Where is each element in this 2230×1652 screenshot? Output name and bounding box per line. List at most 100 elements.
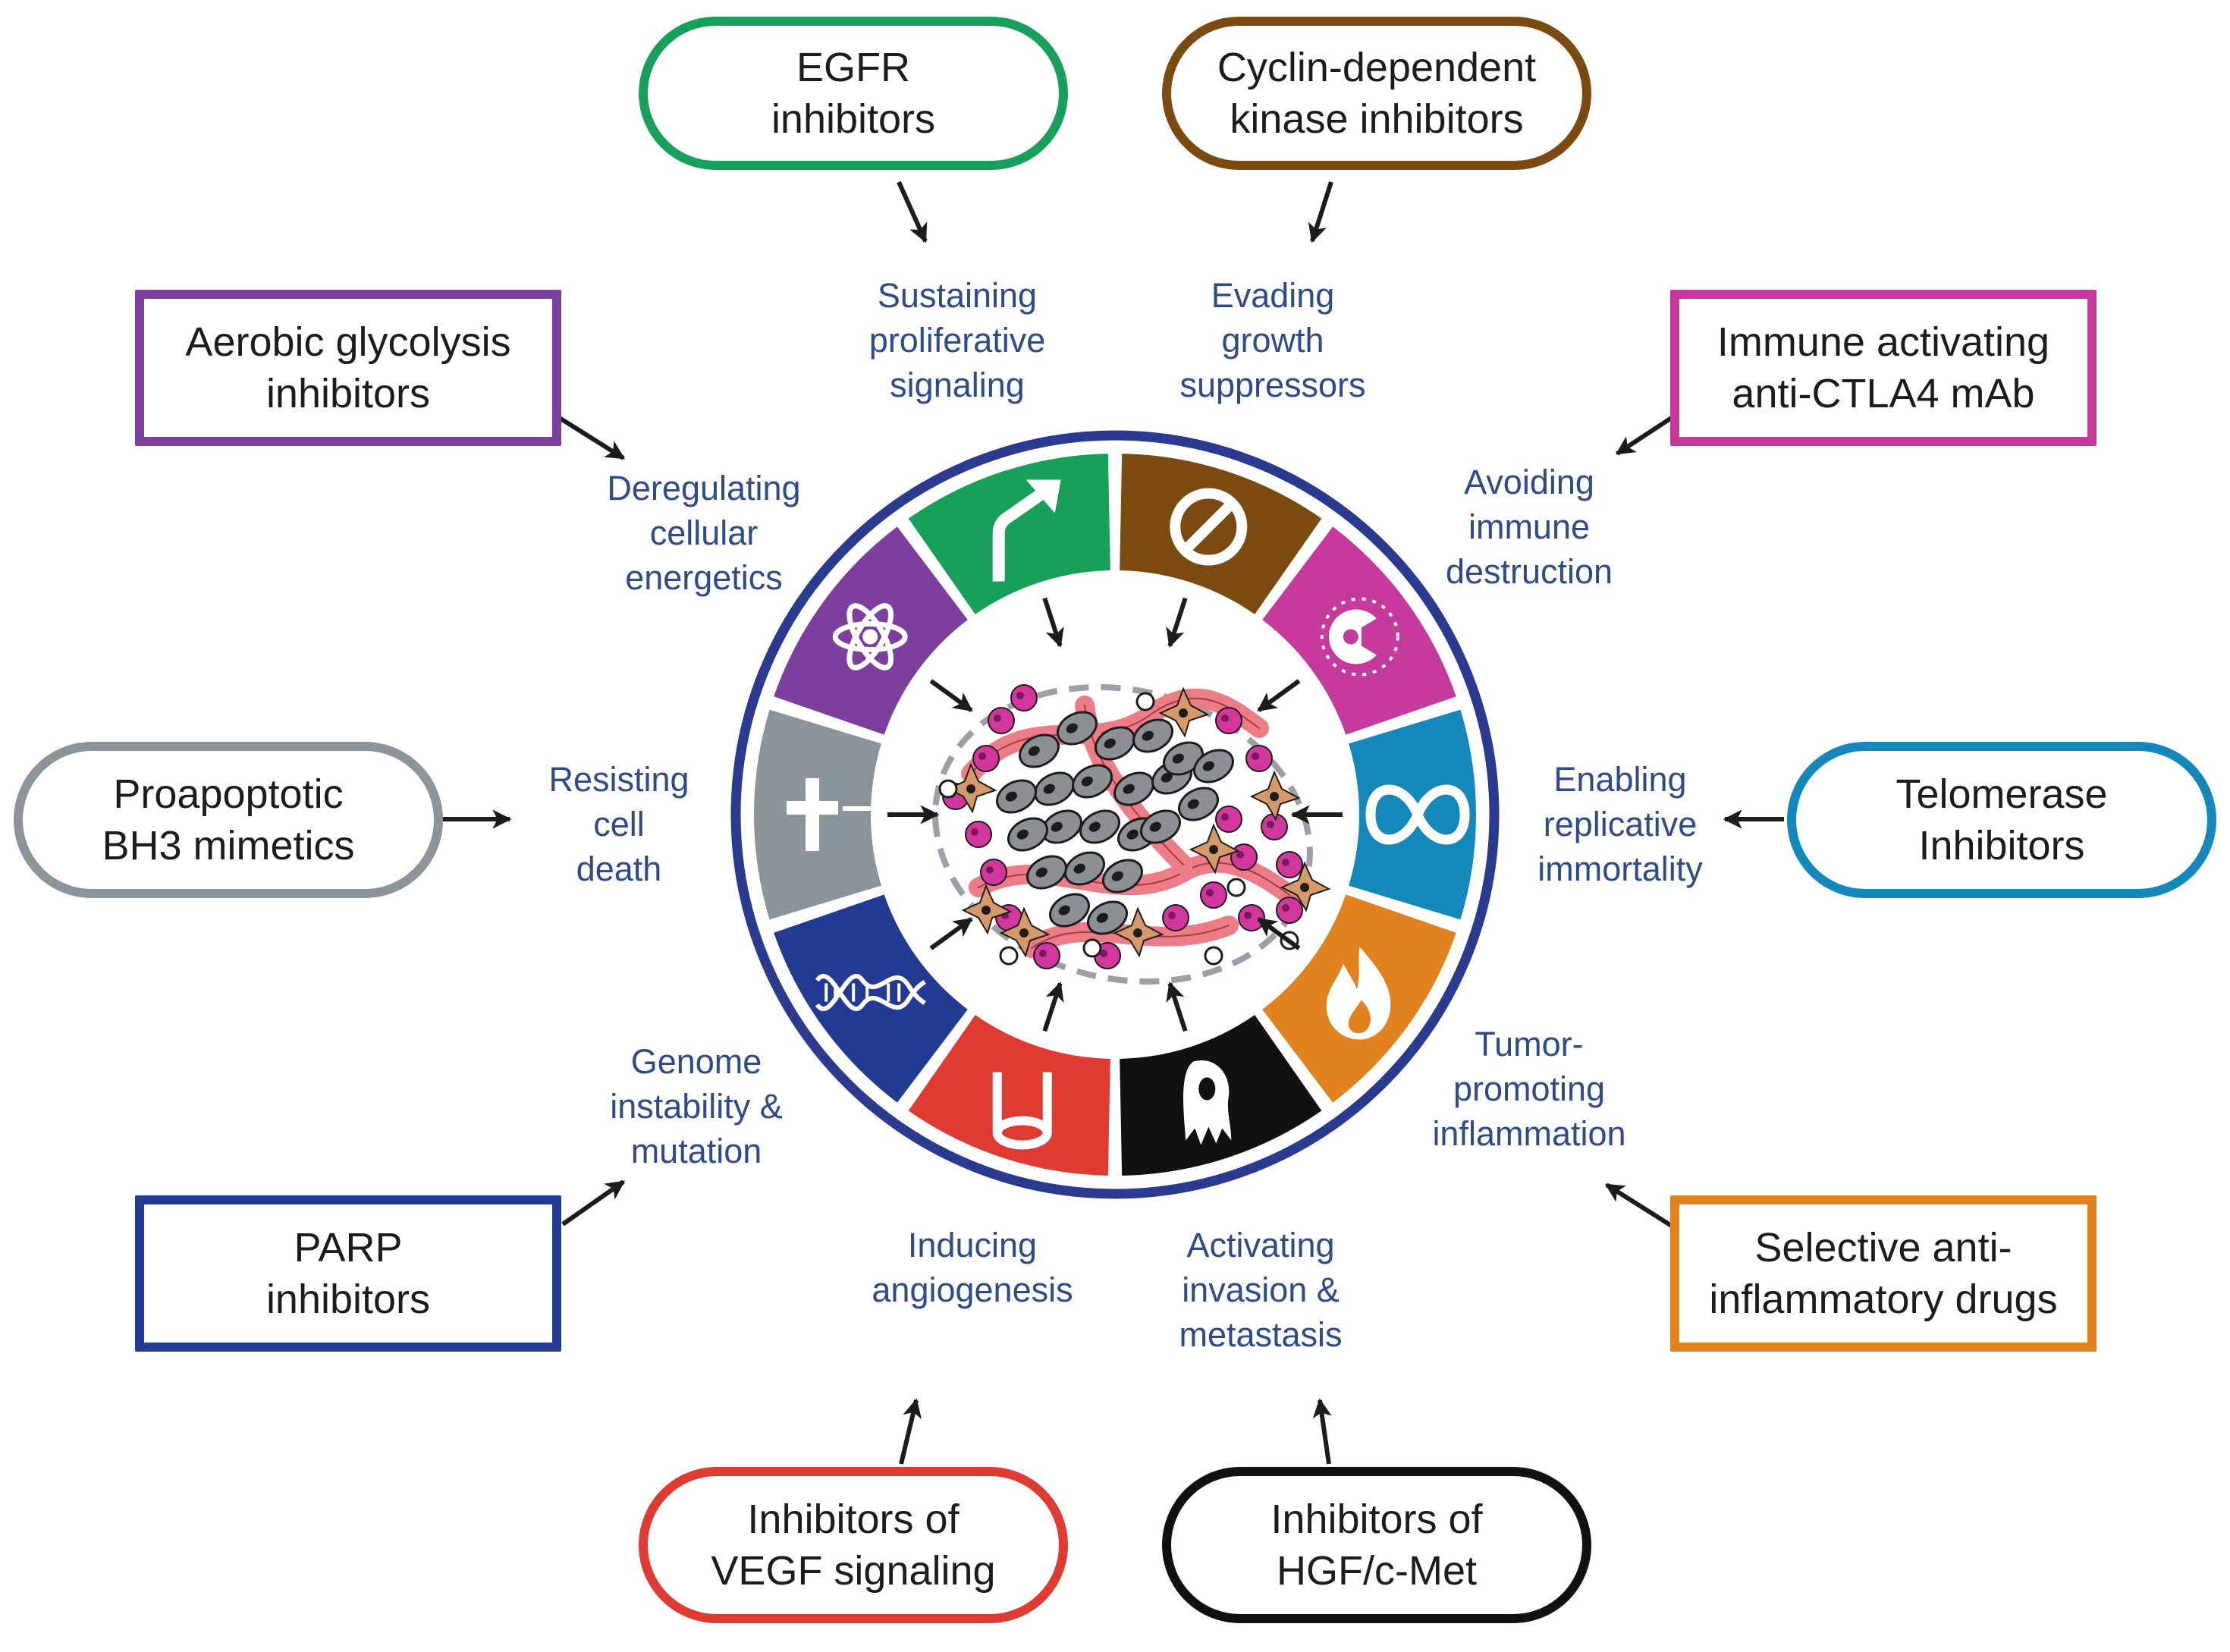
arrow-inward-4 (1257, 917, 1301, 950)
tumor-cell (996, 779, 1037, 814)
vessel-icon (992, 1072, 1052, 1150)
arrow-egfr (897, 181, 928, 243)
small-cell (938, 779, 958, 799)
tumor-cell (1049, 893, 1090, 928)
ring-segment-growth (1120, 454, 1322, 614)
flame-icon (1326, 947, 1391, 1040)
fibroblast (946, 762, 997, 814)
immune-cell (972, 745, 1000, 772)
tumor-cell (1026, 855, 1067, 890)
atom-icon (832, 603, 908, 671)
arrow-hgf (1312, 1398, 1332, 1465)
arrow-anti-inflammatory (1604, 1182, 1678, 1231)
immune-cell (1276, 897, 1303, 924)
small-cell (999, 946, 1019, 966)
immune-cell (1276, 851, 1303, 878)
tumor-cell (1007, 817, 1048, 852)
tumor-cell (1041, 809, 1082, 844)
immune-cell (1162, 904, 1189, 931)
arrow-cdk (1308, 181, 1333, 243)
ring-segment-proliferative (908, 454, 1110, 614)
tumor-cell (1095, 726, 1135, 761)
no-entry-icon (1170, 488, 1248, 566)
fibroblast (1158, 686, 1210, 738)
arrow-parp (561, 1179, 626, 1226)
arrow-inward-1 (1166, 597, 1188, 648)
connector-arrows (440, 181, 1784, 1465)
small-cell (1135, 692, 1155, 711)
tumor-cell (1079, 809, 1120, 844)
fibroblast (961, 884, 1013, 935)
immune-cell (1200, 881, 1227, 909)
fibroblast (1189, 823, 1240, 875)
immune-cell (1245, 745, 1273, 772)
infinity-icon (1365, 784, 1470, 845)
ring-segment-angiogenesis (908, 1015, 1110, 1176)
tumor-cell (1064, 851, 1105, 886)
dna-icon (815, 974, 926, 1011)
small-cell (1226, 878, 1246, 897)
fibroblast (1113, 906, 1164, 958)
fibroblast (1280, 861, 1331, 912)
tumor-cell (1072, 764, 1113, 799)
arrow-ctla4 (1615, 415, 1674, 456)
tumor-cell (1132, 718, 1173, 753)
tumor-cell (1193, 749, 1234, 784)
tumor-cell (1102, 859, 1143, 894)
immune-cell (1215, 707, 1242, 734)
tumor-illustration (932, 683, 1331, 985)
arrow-inward-9 (929, 679, 973, 712)
tumor-cell (1019, 733, 1060, 768)
arrow-inward-7 (929, 917, 973, 950)
arrow-icon (992, 479, 1061, 582)
tumor-cell (1034, 771, 1075, 806)
immune-cell-icon (1320, 597, 1399, 677)
cross-icon (787, 778, 881, 851)
arrow-inward-0 (1042, 597, 1064, 648)
arrow-inward-6 (1042, 981, 1064, 1032)
tumor-cell (1140, 809, 1181, 844)
tumor-cell (1057, 711, 1098, 746)
immune-cell (1215, 806, 1242, 833)
small-cell (1204, 946, 1223, 966)
immune-cell (1033, 942, 1060, 969)
arrow-inward-5 (1166, 981, 1188, 1032)
arrow-vegf (899, 1398, 922, 1465)
arrow-inward-2 (1257, 679, 1301, 712)
immune-cell (1010, 684, 1038, 711)
tumor-cell (1178, 787, 1219, 821)
arrow-glycolysis (557, 415, 626, 460)
immune-cell (988, 707, 1015, 734)
tumor-cell (1163, 741, 1204, 776)
immune-cell (980, 859, 1007, 886)
fibroblast (999, 906, 1051, 958)
immune-cell (965, 821, 992, 848)
therapy-anti-inflammatory: Selective anti-inflammatory drugs (1670, 1195, 2097, 1352)
fibroblast (1249, 770, 1301, 821)
invading-cell-icon (1183, 1060, 1232, 1145)
tumor-cell (1087, 900, 1128, 935)
immune-cell (1230, 843, 1258, 871)
small-cell (1082, 938, 1102, 958)
